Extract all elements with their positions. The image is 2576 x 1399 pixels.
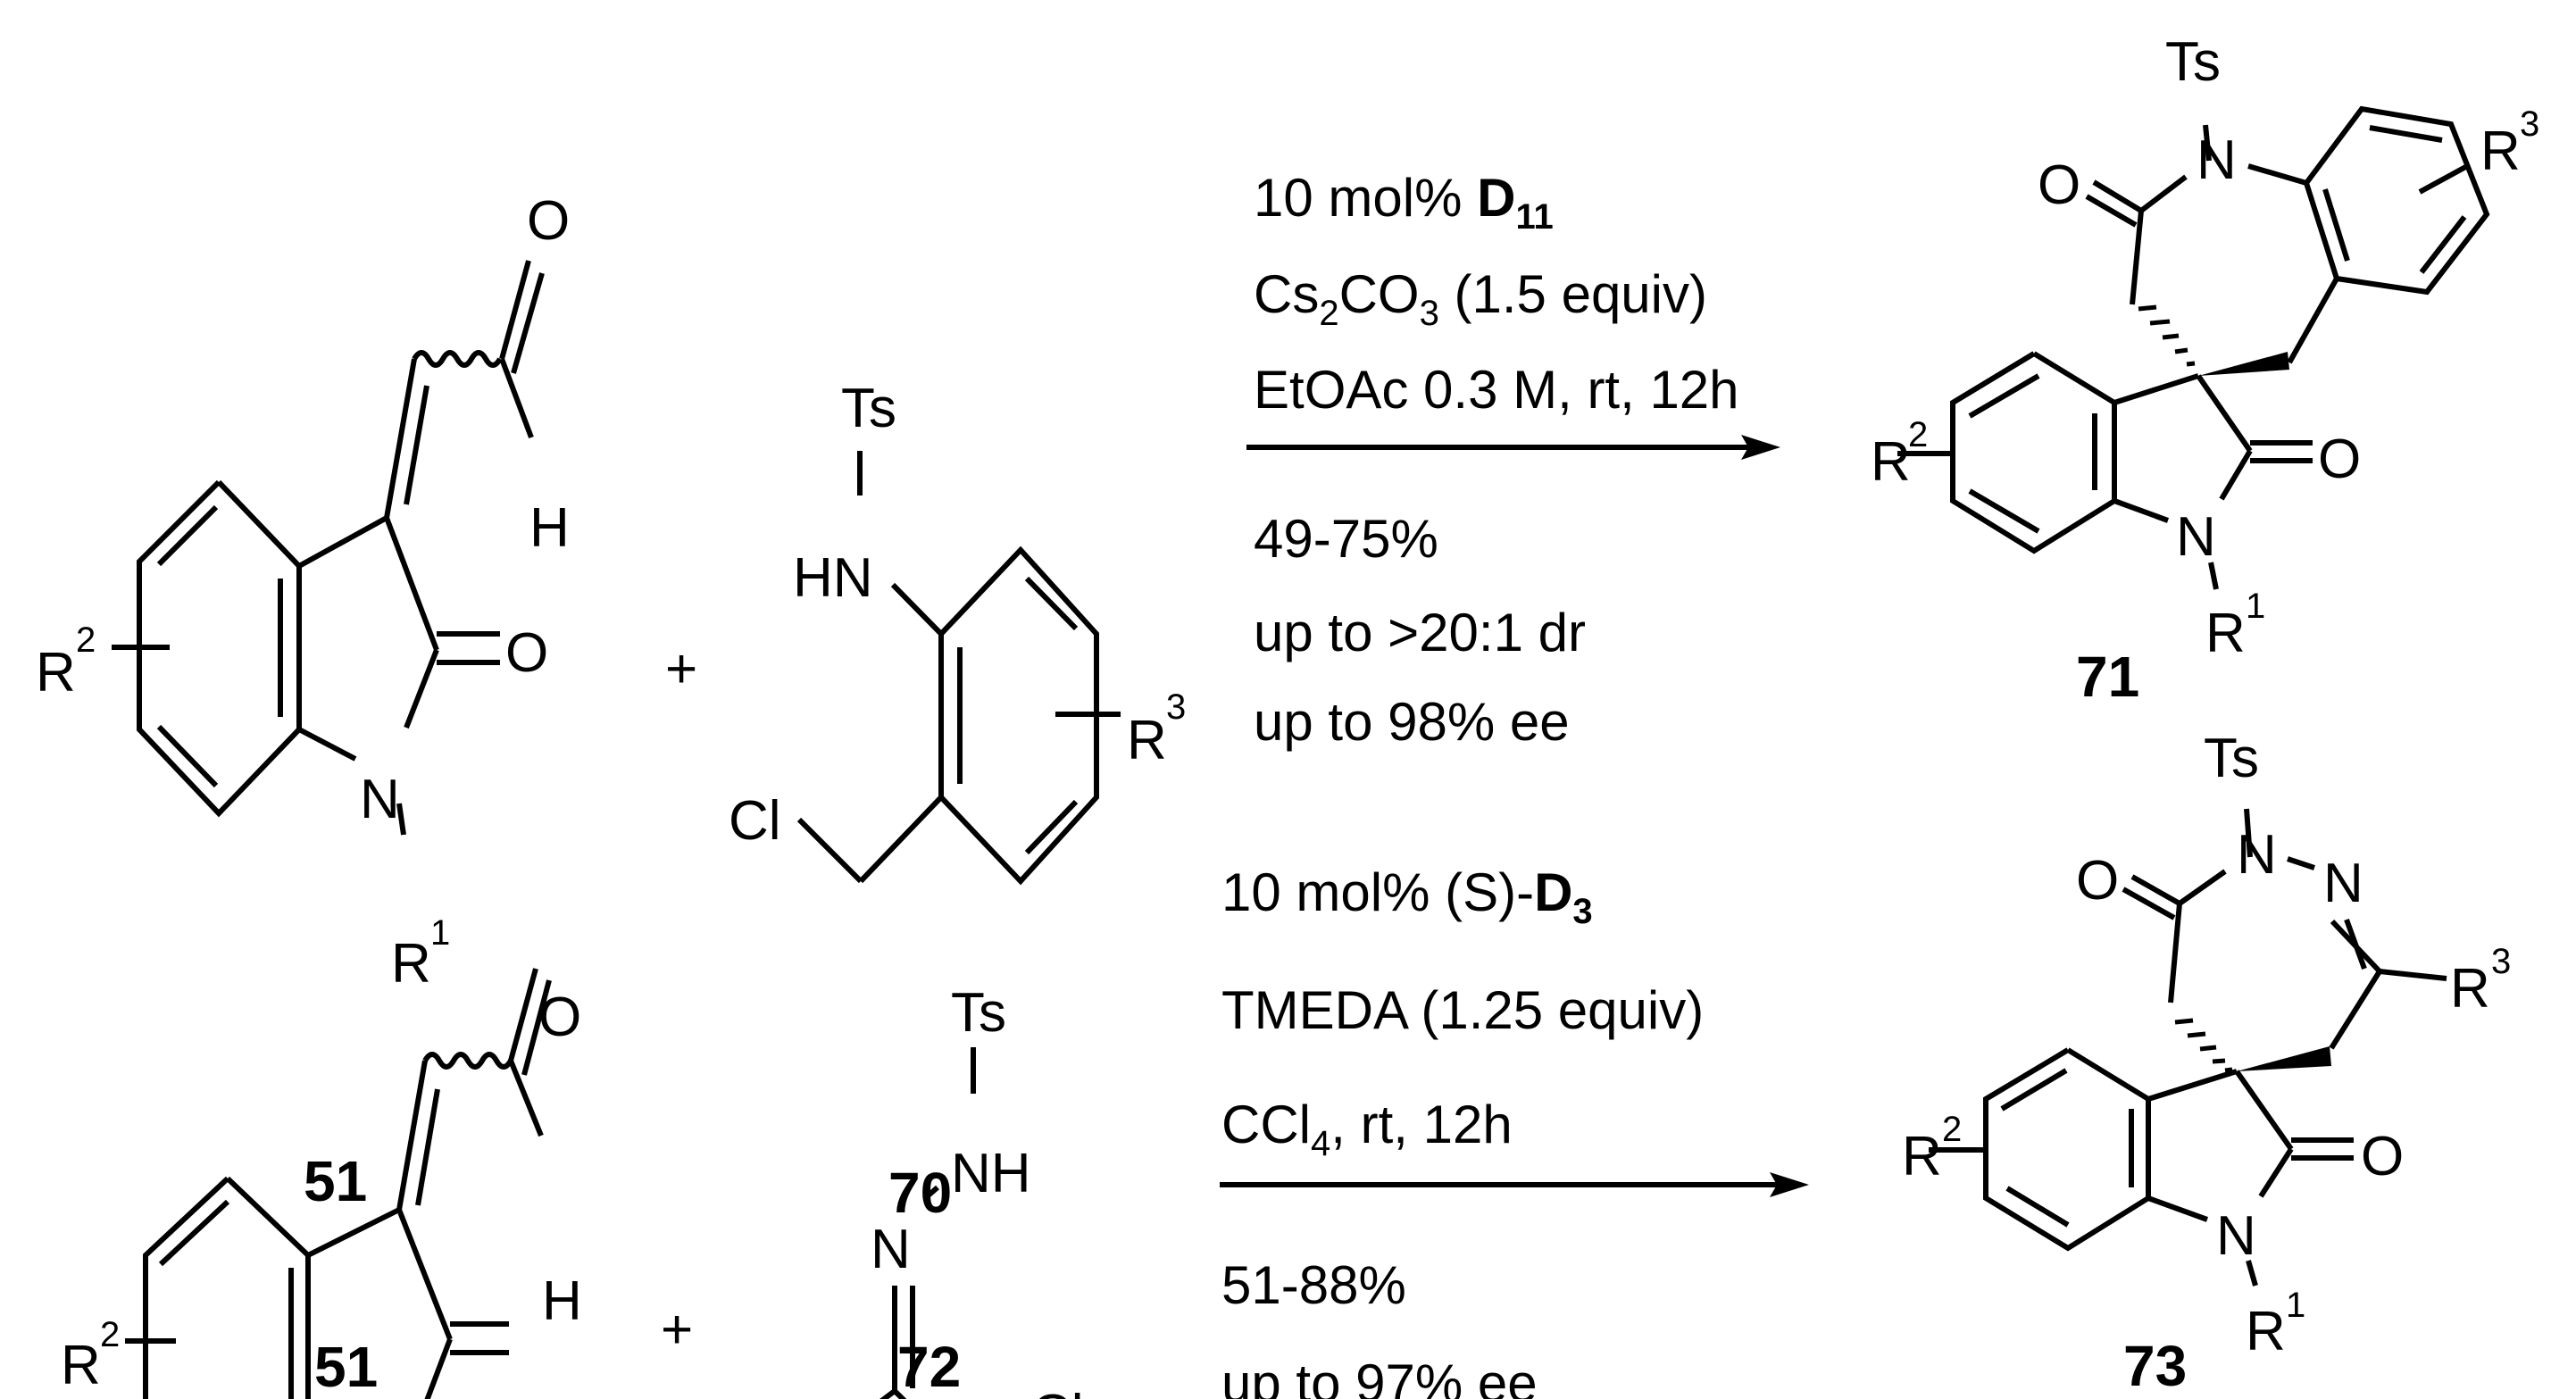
condition-solvent: CCl4, rt, 12h (1221, 1095, 1513, 1163)
atom-n: N (360, 769, 400, 830)
atom-r3: R (2480, 121, 2521, 182)
atom-n: N (2216, 1205, 2256, 1267)
plus-sign: + (665, 638, 697, 700)
atom-r1-sup: 1 (2286, 1286, 2305, 1325)
atom-r2-sup: 2 (100, 1315, 120, 1354)
atom-n-imine: N (871, 1219, 911, 1280)
atom-r2-sup: 2 (76, 620, 96, 660)
condition-base: Cs2CO3 (1.5 equiv) (1254, 264, 1707, 333)
atom-n: N (2176, 506, 2216, 568)
atom-hn: HN (793, 547, 873, 609)
compound-label: 70 (888, 1161, 952, 1225)
condition-solvent: EtOAc 0.3 M, rt, 12h (1254, 360, 1739, 420)
compound-label: 73 (2123, 1334, 2187, 1398)
atom-r1: R (391, 933, 431, 995)
atom-r3-sup: 3 (2491, 942, 2511, 981)
compound-51-top: O H O N R 1 R 2 51 (36, 190, 570, 1213)
atom-h-aldehyde: H (529, 497, 570, 559)
atom-r3: R (1127, 710, 1167, 771)
atom-ts: Ts (951, 982, 1006, 1044)
atom-ts: Ts (841, 378, 896, 439)
condition-catalyst: 10 mol% D11 (1254, 168, 1554, 237)
reaction-top: O H O N R 1 R 2 51 + Ts HN Cl R (36, 31, 2539, 1225)
atom-r1-sup: 1 (2246, 587, 2265, 626)
conditions-bottom: 10 mol% (S)-D3 TMEDA (1.25 equiv) CCl4, … (1220, 862, 1809, 1399)
atom-r2: R (36, 642, 76, 704)
result-yield: 49-75% (1254, 509, 1438, 569)
atom-r1: R (2205, 603, 2246, 664)
compound-label: 51 (314, 1335, 378, 1399)
condition-base: TMEDA (1.25 equiv) (1221, 980, 1704, 1040)
condition-catalyst: 10 mol% (S)-D3 (1221, 862, 1593, 931)
atom-h-aldehyde: H (542, 1270, 582, 1332)
atom-r3-sup: 3 (2520, 104, 2539, 144)
atom-o-lactam: O (505, 622, 548, 684)
atom-r3: R (2450, 958, 2490, 1020)
atom-o-aldehyde: O (527, 190, 570, 252)
plus-sign: + (661, 1299, 693, 1361)
result-ee: up to 98% ee (1254, 692, 1570, 752)
atom-ts: Ts (2165, 31, 2221, 93)
arrow-head-icon (1741, 435, 1780, 460)
result-dr: up to >20:1 dr (1254, 603, 1586, 662)
atom-n-top: N (2197, 129, 2237, 191)
atom-r2: R (1871, 431, 1911, 493)
atom-r2-sup: 2 (1942, 1110, 1962, 1149)
atom-r3-sup: 3 (1166, 687, 1186, 727)
atom-ts: Ts (2204, 728, 2259, 789)
compound-70: Ts HN Cl R 3 70 (729, 378, 1186, 1225)
atom-o-aldehyde: O (538, 987, 581, 1048)
atom-cl: Cl (1031, 1384, 1084, 1399)
atom-r2: R (61, 1335, 101, 1396)
compound-72: Ts NH N Cl R 3 72 (871, 982, 1084, 1399)
reaction-bottom: O H O N R 1 R 2 51 + Ts NH N Cl R 3 72 (61, 728, 2511, 1399)
atom-o-top: O (2076, 850, 2119, 912)
atom-r1-sup: 1 (430, 913, 450, 953)
compound-51-bottom: O H O N R 1 R 2 51 (61, 968, 582, 1399)
atom-cl: Cl (729, 790, 781, 852)
atom-r2: R (1902, 1126, 1942, 1187)
compound-71: Ts N O R 3 R 2 O N R 1 71 (1871, 31, 2539, 709)
atom-r1: R (2246, 1301, 2286, 1362)
compound-label: 72 (897, 1335, 961, 1399)
atom-n-top: N (2237, 824, 2277, 886)
atom-o-lactam: O (2361, 1126, 2404, 1187)
atom-n-imine: N (2323, 853, 2363, 914)
arrow-head-icon (1770, 1172, 1809, 1197)
conditions-top: 10 mol% D11 Cs2CO3 (1.5 equiv) EtOAc 0.3… (1246, 168, 1780, 752)
result-ee: up to 97% ee (1221, 1353, 1538, 1399)
atom-o-lactam: O (2318, 429, 2361, 490)
result-yield: 51-88% (1221, 1255, 1406, 1315)
compound-73: Ts N N O R 3 R 2 O N R 1 73 (1902, 728, 2511, 1398)
atom-r2-sup: 2 (1908, 415, 1928, 454)
atom-o-lactam: O (518, 1397, 561, 1399)
compound-label: 51 (304, 1149, 367, 1213)
atom-o-top: O (2038, 154, 2080, 216)
atom-nh: NH (951, 1143, 1031, 1204)
compound-label: 71 (2076, 645, 2139, 709)
